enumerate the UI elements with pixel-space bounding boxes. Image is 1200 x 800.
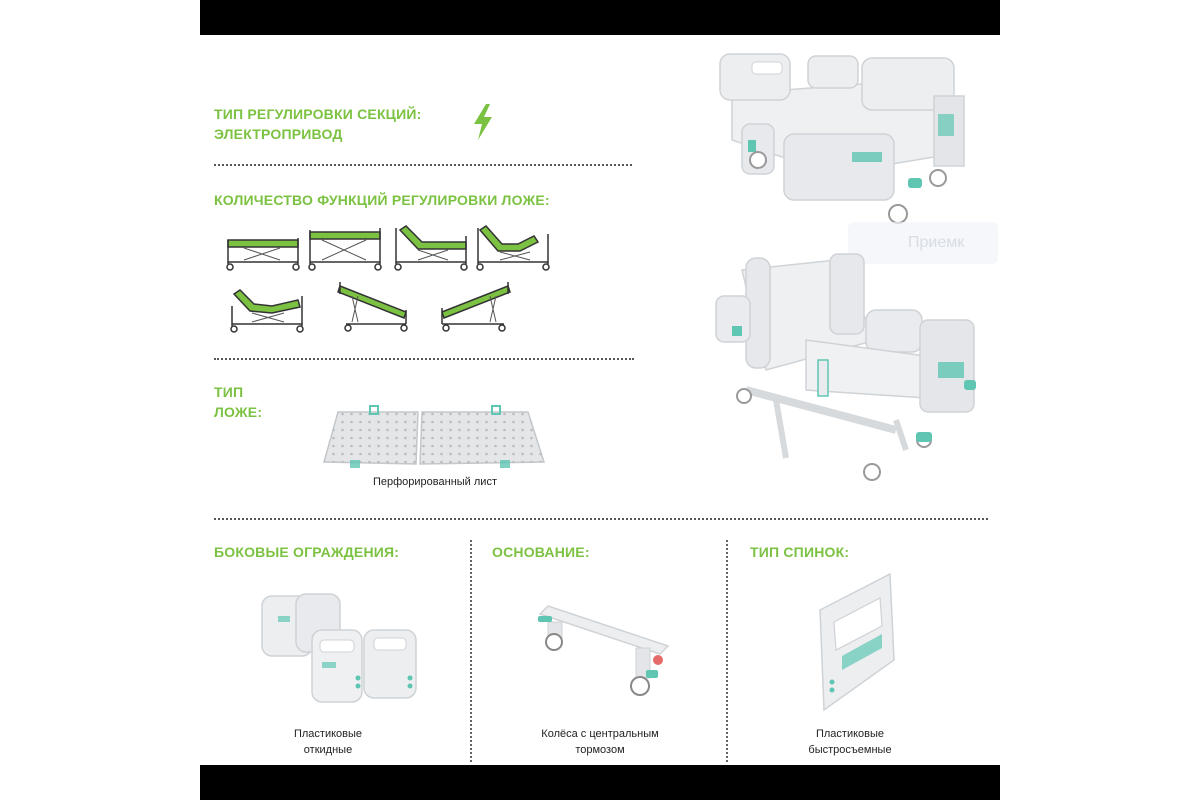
letterbox-top [200, 0, 1000, 35]
bed-surface-line2: ЛОЖЕ: [214, 404, 263, 420]
watermark: Приемк [848, 222, 998, 264]
bed-raised-image [715, 253, 976, 481]
side-rails-image [261, 593, 417, 703]
watermark-text: Приемк [908, 234, 965, 251]
side-rails-caption-line1: Пластиковые [293, 728, 363, 740]
bed-surface-line1: ТИП [214, 384, 244, 400]
bed-flat-image [719, 53, 965, 224]
headboard-caption: Пластиковые быстросъемные [790, 726, 910, 758]
base-caption: Колёса с центральным тормозом [520, 726, 680, 758]
bed-position-reverse-trendelenburg [441, 282, 511, 332]
bed-position-flat-low [226, 238, 300, 271]
adjustment-type-heading: ТИП РЕГУЛИРОВКИ СЕКЦИЙ: ЭЛЕКТРОПРИВОД [214, 104, 422, 144]
divider-1 [214, 164, 632, 166]
adjustment-type-line1: ТИП РЕГУЛИРОВКИ СЕКЦИЙ: [214, 106, 422, 122]
lightning-bolt-icon [474, 104, 492, 140]
base-caption-line1: Колёса с центральным [541, 728, 659, 740]
divider-3 [214, 518, 988, 520]
side-rails-caption: Пластиковые откидные [268, 726, 388, 758]
bed-position-back-knee-raised [476, 225, 550, 271]
bed-position-back-raised [394, 225, 468, 271]
divider-vertical-1 [470, 540, 472, 762]
functions-count-heading: КОЛИЧЕСТВО ФУНКЦИЙ РЕГУЛИРОВКИ ЛОЖЕ: [214, 192, 550, 208]
perforated-sheet-caption: Перфорированный лист [372, 476, 497, 488]
headboard-caption-line1: Пластиковые [815, 728, 885, 740]
base-image [538, 605, 670, 696]
side-rails-heading: БОКОВЫЕ ОГРАЖДЕНИЯ: [214, 544, 400, 560]
perforated-sheet-image [323, 405, 546, 468]
letterbox-bottom [200, 765, 1000, 800]
bed-position-flat-high [308, 228, 382, 271]
bed-position-trendelenburg [337, 282, 408, 332]
adjustment-type-line2: ЭЛЕКТРОПРИВОД [214, 126, 343, 142]
divider-2 [214, 358, 634, 360]
base-caption-line2: тормозом [575, 744, 625, 756]
base-heading: ОСНОВАНИЕ: [492, 544, 590, 560]
bed-surface-heading: ТИП ЛОЖЕ: [214, 382, 262, 422]
headboard-image [819, 572, 895, 712]
headboard-caption-line2: быстросъемные [808, 744, 892, 756]
divider-vertical-2 [726, 540, 728, 762]
headboard-type-heading: ТИП СПИНОК: [750, 544, 850, 560]
side-rails-caption-line2: откидные [303, 744, 353, 756]
bed-position-cardiac-chair [230, 289, 304, 333]
